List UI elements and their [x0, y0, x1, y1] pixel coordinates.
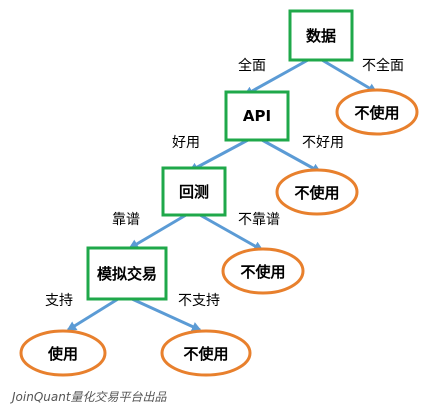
oval-label-not-use-1: 不使用	[354, 104, 399, 122]
oval-label-use: 使用	[47, 345, 78, 363]
box-sim-trading: 模拟交易	[86, 246, 168, 301]
edge-labels: 全面 不全面 好用 不好用 靠谱 不靠谱 支持 不支持	[45, 57, 404, 309]
box-label-api: API	[243, 107, 271, 125]
oval-label-not-use-3: 不使用	[240, 263, 285, 281]
oval-not-use-4: 不使用	[160, 329, 252, 377]
edge-label-good: 好用	[172, 135, 200, 151]
edge-label-unreliable: 不靠谱	[238, 212, 280, 228]
edge-sim-to-not-use-4	[131, 297, 202, 332]
edge-label-complete: 全面	[238, 57, 266, 74]
edge-label-not-good: 不好用	[302, 135, 344, 151]
box-data: 数据	[288, 9, 354, 62]
edge-backtest-to-not-use-3	[199, 213, 264, 252]
oval-not-use-1: 不使用	[335, 88, 419, 136]
edge-api-to-backtest	[188, 138, 249, 173]
edge-label-reliable: 靠谱	[112, 212, 140, 228]
box-label-backtest: 回测	[179, 183, 209, 201]
box-label-data: 数据	[306, 27, 336, 45]
edge-label-incomplete: 不全面	[362, 57, 404, 74]
footer-credit: JoinQuant量化交易平台出品	[12, 390, 167, 404]
edge-data-to-not-use-1	[321, 58, 378, 94]
edge-label-unsupported: 不支持	[178, 293, 220, 309]
edge-backtest-to-sim	[128, 213, 187, 250]
oval-use: 使用	[19, 329, 107, 377]
oval-not-use-2: 不使用	[275, 168, 359, 216]
box-label-sim-trading: 模拟交易	[97, 265, 157, 283]
edge-api-to-not-use-2	[261, 138, 322, 174]
box-api: API	[224, 90, 290, 142]
edge-data-to-api	[243, 58, 309, 97]
box-backtest: 回测	[161, 166, 227, 217]
edge-sim-to-use	[66, 297, 119, 332]
oval-not-use-3: 不使用	[221, 247, 305, 295]
edges	[66, 58, 378, 332]
oval-label-not-use-4: 不使用	[183, 345, 228, 363]
edge-label-supported: 支持	[45, 293, 73, 309]
oval-label-not-use-2: 不使用	[294, 184, 339, 202]
